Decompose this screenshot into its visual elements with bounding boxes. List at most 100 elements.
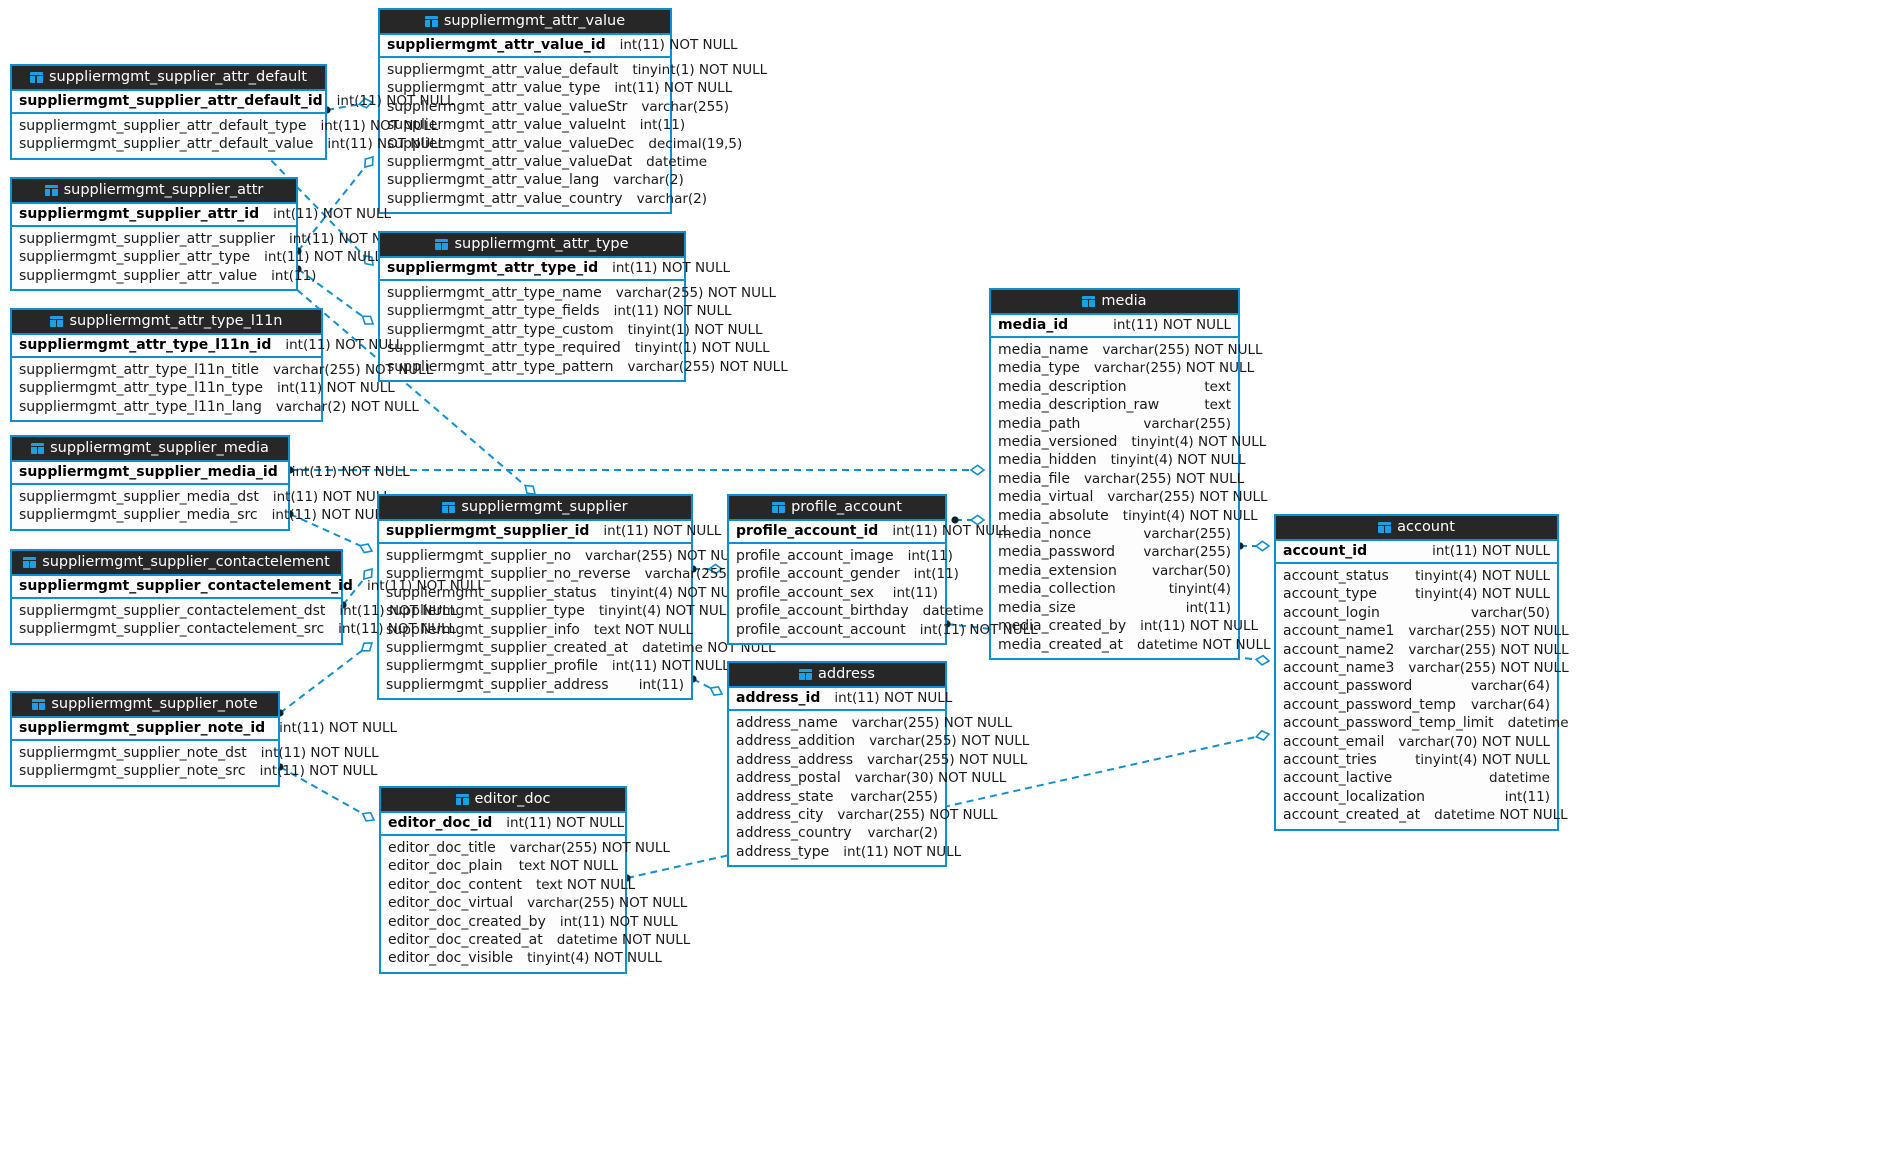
column-name: media_extension — [998, 562, 1117, 579]
relation-line — [279, 642, 373, 714]
column-name: suppliermgmt_supplier_info — [386, 621, 580, 638]
relation-target-diamond — [360, 642, 374, 652]
column-name: suppliermgmt_supplier_attr_default_value — [19, 136, 314, 153]
table-icon — [23, 556, 37, 568]
column-name: account_created_at — [1283, 807, 1421, 824]
column-type: varchar(255) NOT NULL — [1102, 342, 1263, 358]
column-type: tinyint(4) — [1168, 581, 1231, 598]
column-name: suppliermgmt_attr_type_name — [387, 285, 602, 301]
primary-key-type: int(11) NOT NULL — [1113, 317, 1231, 333]
column-type: varchar(255) NOT NULL — [837, 807, 998, 824]
column-type: varchar(2) — [613, 172, 684, 189]
column-name: address_addition — [736, 733, 856, 750]
table-icon — [455, 793, 469, 805]
column-type: varchar(255) — [1143, 526, 1231, 543]
relationship-media-to-account — [1236, 540, 1271, 552]
primary-key-name: suppliermgmt_supplier_attr_id — [19, 206, 260, 222]
entity-table-suppliermgmt_supplier_media[interactable]: suppliermgmt_supplier_media suppliermgmt_… — [10, 435, 410, 531]
column-name: address_postal — [736, 770, 841, 787]
column-type: varchar(255) NOT NULL — [627, 358, 788, 375]
table-icon — [442, 501, 456, 513]
relation-target-diamond — [709, 685, 724, 697]
entity-table-suppliermgmt_attr_type_l11n[interactable]: suppliermgmt_attr_type_l11n suppliermgmt_… — [10, 308, 433, 423]
column-name: address_name — [736, 715, 838, 731]
column-name: suppliermgmt_supplier_status — [386, 584, 597, 601]
column-name: suppliermgmt_attr_type_l11n_title — [19, 362, 260, 378]
primary-key-name: media_id — [998, 317, 1069, 333]
column-name: media_size — [998, 599, 1076, 616]
table-icon — [29, 71, 43, 83]
column-type: varchar(50) — [1470, 604, 1550, 621]
relation-target-diamond — [364, 155, 374, 169]
column-name: profile_account_image — [736, 548, 894, 564]
column-row: suppliermgmt_supplier_contactelement_src… — [12, 620, 456, 638]
primary-key-type: int(11) NOT NULL — [619, 37, 738, 53]
column-row: suppliermgmt_supplier_attr_default_value… — [12, 135, 445, 153]
column-type: datetime — [646, 154, 708, 171]
column-name: media_versioned — [998, 434, 1118, 451]
primary-key-name: suppliermgmt_supplier_note_id — [19, 720, 266, 736]
table-title: suppliermgmt_supplier_media — [50, 440, 269, 456]
column-type: text NOT NULL — [535, 876, 636, 893]
table-icon — [50, 315, 64, 327]
column-type: int(11) — [639, 117, 686, 134]
column-type: datetime — [1489, 770, 1550, 787]
column-name: editor_doc_created_at — [388, 932, 543, 949]
column-name: address_country — [736, 825, 852, 842]
column-type: text NOT NULL — [518, 858, 618, 875]
column-type: varchar(255) — [850, 788, 938, 805]
relationship-suppliermgmt_supplier_note-to-suppliermgmt_supplier — [276, 642, 374, 717]
column-type: tinyint(4) NOT NULL — [1415, 568, 1550, 584]
primary-key-row: media_id int(11) NOT NULL — [991, 313, 1238, 338]
column-type: varchar(2) — [636, 190, 708, 207]
table-header-suppliermgmt_supplier_contactelement: suppliermgmt_supplier_contactelement — [12, 551, 341, 574]
column-name: profile_account_gender — [736, 566, 900, 583]
column-name: account_localization — [1283, 788, 1426, 805]
primary-key-name: profile_account_id — [736, 523, 879, 539]
column-name: media_hidden — [998, 452, 1097, 469]
column-type: varchar(255) NOT NULL — [1408, 641, 1569, 658]
primary-key-type: int(11) NOT NULL — [603, 523, 722, 539]
column-name: suppliermgmt_attr_type_l11n_lang — [19, 398, 262, 415]
column-type: int(11) NOT NULL — [614, 80, 733, 97]
table-header-suppliermgmt_attr_type_l11n: suppliermgmt_attr_type_l11n — [12, 310, 321, 333]
table-title: editor_doc — [474, 791, 551, 807]
column-name: suppliermgmt_attr_type_l11n_type — [19, 380, 263, 397]
column-type: tinyint(4) NOT NULL — [527, 950, 662, 967]
table-title: address — [818, 666, 875, 682]
column-type: varchar(255) NOT NULL — [1083, 470, 1245, 487]
